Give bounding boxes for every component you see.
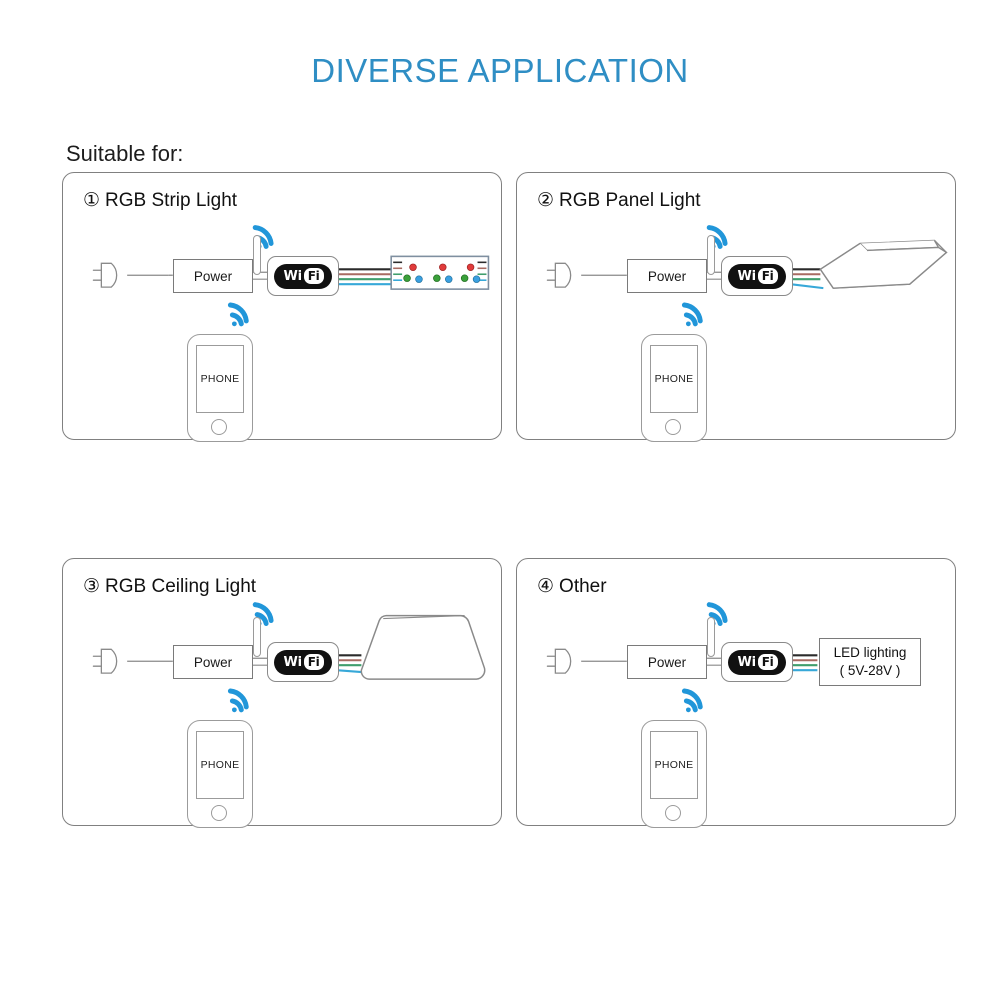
- suitable-for-label: Suitable for:: [66, 141, 184, 166]
- rgb-wires: [790, 268, 824, 290]
- panel-3-number: ③: [83, 576, 101, 597]
- phone-device[interactable]: PHONE: [187, 334, 253, 442]
- led-lighting-title: LED lighting: [833, 644, 907, 660]
- panel-1-label: RGB Strip Light: [105, 190, 238, 211]
- panel-1-diagram: [92, 225, 490, 327]
- power-plug-icon: [92, 262, 169, 288]
- wifi-logo-icon: Wi Fi: [728, 649, 786, 675]
- power-supply-label: Power: [647, 268, 687, 284]
- phone-screen: PHONE: [196, 731, 244, 799]
- antenna-icon: [707, 617, 715, 657]
- strip-led-group: [403, 263, 423, 283]
- phone-screen: PHONE: [650, 345, 698, 413]
- panel-2-number: ②: [537, 190, 555, 211]
- wifi-controller[interactable]: Wi Fi: [267, 256, 339, 296]
- wifi-logo-icon: Wi Fi: [274, 263, 332, 289]
- wifi-controller[interactable]: Wi Fi: [267, 642, 339, 682]
- wifi-logo-icon: Wi Fi: [728, 263, 786, 289]
- power-supply-box: Power: [173, 645, 253, 679]
- wifi-logo-fi: Fi: [757, 268, 779, 284]
- antenna-icon: [253, 617, 261, 657]
- panel-1-number: ①: [83, 190, 101, 211]
- phone-home-button[interactable]: [211, 419, 227, 435]
- wifi-logo-wi: Wi: [283, 268, 303, 284]
- wifi-controller[interactable]: Wi Fi: [721, 642, 793, 682]
- panel-3-diagram: [92, 602, 486, 713]
- panel-4-label: Other: [559, 576, 607, 597]
- power-supply-box: Power: [627, 645, 707, 679]
- phone-screen: PHONE: [650, 731, 698, 799]
- led-lighting-box: LED lighting ( 5V-28V ): [819, 638, 921, 686]
- wifi-controller[interactable]: Wi Fi: [721, 256, 793, 296]
- panel-4-diagram: [546, 602, 818, 713]
- strip-led-group: [460, 263, 481, 283]
- wifi-signal-icon-phone: [227, 302, 249, 327]
- power-plug-icon: [546, 648, 627, 674]
- rgb-wires: [336, 268, 392, 286]
- rgb-wires: [790, 654, 818, 672]
- rgb-strip-light: [390, 255, 490, 290]
- panel-2-diagram: [546, 225, 948, 327]
- page-title: DIVERSE APPLICATION: [311, 52, 689, 89]
- panel-3-label: RGB Ceiling Light: [105, 576, 257, 597]
- phone-home-button[interactable]: [211, 805, 227, 821]
- wifi-signal-icon-phone: [227, 688, 249, 713]
- phone-home-button[interactable]: [665, 419, 681, 435]
- antenna-icon: [253, 235, 261, 275]
- wifi-logo-fi: Fi: [757, 654, 779, 670]
- wifi-signal-icon-phone: [681, 688, 703, 713]
- ceiling-light: [360, 614, 486, 680]
- rgb-wires: [336, 654, 364, 674]
- wifi-logo-wi: Wi: [737, 654, 757, 670]
- wifi-logo-wi: Wi: [283, 654, 303, 670]
- power-supply-box: Power: [173, 259, 253, 293]
- phone-screen: PHONE: [196, 345, 244, 413]
- power-supply-label: Power: [193, 654, 233, 670]
- phone-device[interactable]: PHONE: [641, 334, 707, 442]
- power-plug-icon: [92, 648, 173, 674]
- flat-panel-light: [819, 239, 948, 289]
- panel-2-label: RGB Panel Light: [559, 190, 701, 211]
- antenna-icon: [707, 235, 715, 275]
- wifi-logo-wi: Wi: [737, 268, 757, 284]
- wifi-logo-fi: Fi: [303, 654, 325, 670]
- wifi-signal-icon-phone: [681, 302, 703, 327]
- led-lighting-voltage: ( 5V-28V ): [839, 663, 901, 678]
- phone-home-button[interactable]: [665, 805, 681, 821]
- wifi-logo-icon: Wi Fi: [274, 649, 332, 675]
- phone-device[interactable]: PHONE: [187, 720, 253, 828]
- strip-led-group: [433, 263, 453, 283]
- panel-4-number: ④: [537, 576, 555, 597]
- power-supply-label: Power: [193, 268, 233, 284]
- power-plug-icon: [546, 262, 627, 288]
- wifi-logo-fi: Fi: [303, 268, 325, 284]
- phone-device[interactable]: PHONE: [641, 720, 707, 828]
- power-supply-label: Power: [647, 654, 687, 670]
- power-supply-box: Power: [627, 259, 707, 293]
